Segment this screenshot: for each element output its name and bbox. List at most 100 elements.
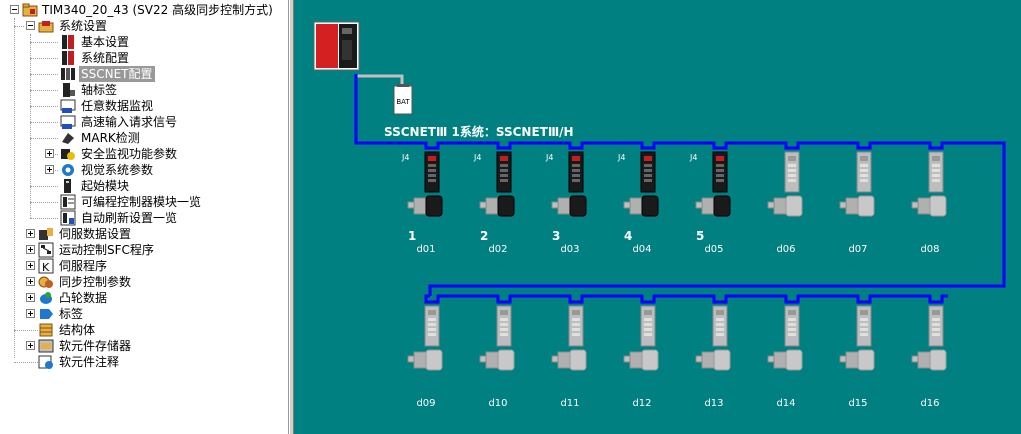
amp-terminal	[500, 169, 508, 172]
station-label: d01	[416, 244, 435, 255]
expand-toggle[interactable]	[26, 293, 35, 302]
motor-flange	[557, 351, 571, 369]
motor-flange	[485, 197, 499, 215]
amp-terminal	[860, 333, 868, 336]
amp-display	[716, 156, 724, 161]
servo-amplifier-d06[interactable]: d06	[767, 151, 803, 255]
network-label: SSCNETⅢ 1系统：SSCNETⅢ/H	[384, 124, 574, 139]
amp-terminal	[788, 164, 796, 167]
amp-terminal	[572, 328, 580, 331]
axis-label-icon	[63, 83, 75, 97]
safety-monitor-icon	[61, 149, 75, 160]
motor-shaft	[767, 201, 775, 209]
amp-terminal	[572, 169, 580, 172]
motor-body	[497, 195, 515, 217]
expand-toggle[interactable]	[45, 149, 54, 158]
motor-body	[641, 195, 659, 217]
amp-terminal	[428, 323, 436, 326]
motor-body	[425, 349, 443, 371]
port-label: J4	[401, 153, 409, 162]
amp-terminal	[716, 323, 724, 326]
motor-flange	[701, 197, 715, 215]
amp-display	[428, 310, 436, 315]
amp-terminal	[644, 174, 652, 177]
servo-amplifier-d10[interactable]: d10	[479, 305, 515, 409]
motor-shaft	[407, 201, 415, 209]
station-label: d16	[920, 398, 939, 409]
amp-terminal	[860, 169, 868, 172]
cam-data-icon	[40, 292, 52, 304]
amp-display	[644, 310, 652, 315]
basic-settings-icon	[62, 35, 74, 49]
amp-display	[500, 310, 508, 315]
port-label: J4	[689, 153, 697, 162]
battery-unit[interactable]: BAT	[393, 84, 413, 115]
amp-terminal	[572, 318, 580, 321]
amp-display	[716, 310, 724, 315]
amp-terminal	[932, 318, 940, 321]
servo-amplifier-d13[interactable]: d13	[695, 305, 731, 409]
servo-amplifier-d07[interactable]: d07	[839, 151, 875, 255]
amp-terminal	[932, 323, 940, 326]
motor-flange	[917, 197, 931, 215]
pane-splitter[interactable]	[289, 0, 294, 434]
station-label: d11	[560, 398, 579, 409]
motor-body	[641, 349, 659, 371]
amp-terminal	[716, 179, 724, 182]
servo-data-icon	[39, 228, 53, 240]
expand-toggle[interactable]	[26, 277, 35, 286]
amp-terminal	[572, 179, 580, 182]
servo-amplifier-d08[interactable]: d08	[911, 151, 947, 255]
amp-terminal	[500, 328, 508, 331]
amp-terminal	[428, 174, 436, 177]
system-settings-icon	[38, 21, 54, 33]
amp-terminal	[644, 179, 652, 182]
servo-amplifier-d14[interactable]: d14	[767, 305, 803, 409]
amp-display	[788, 310, 796, 315]
expand-toggle[interactable]	[45, 165, 54, 174]
servo-amplifier-d12[interactable]: d12	[623, 305, 659, 409]
servo-amplifier-d16[interactable]: d16	[911, 305, 947, 409]
amp-display	[788, 156, 796, 161]
amp-terminal	[500, 318, 508, 321]
servo-amplifier-d15[interactable]: d15	[839, 305, 875, 409]
expand-toggle[interactable]	[26, 261, 35, 270]
sscnet-config-icon	[61, 68, 75, 80]
amp-terminal	[932, 328, 940, 331]
motor-body	[713, 349, 731, 371]
amp-terminal	[716, 174, 724, 177]
expand-toggle[interactable]	[26, 229, 35, 238]
collapse-toggle[interactable]	[10, 5, 19, 14]
expand-toggle[interactable]	[26, 245, 35, 254]
amp-terminal	[860, 318, 868, 321]
motor-shaft	[839, 355, 847, 363]
station-label: d05	[704, 244, 723, 255]
expand-toggle[interactable]	[26, 309, 35, 318]
amp-terminal	[932, 164, 940, 167]
amp-terminal	[788, 318, 796, 321]
tree-root-label: TIM340_20_43 (SV22 高级同步控制方式)	[42, 3, 273, 17]
amp-terminal	[932, 333, 940, 336]
motion-cpu-module[interactable]	[313, 21, 360, 71]
axis-number: 2	[480, 229, 488, 243]
sfc-program-icon	[38, 242, 54, 258]
amp-terminal	[788, 169, 796, 172]
motor-flange	[413, 351, 427, 369]
amp-terminal	[716, 318, 724, 321]
motor-body	[857, 349, 875, 371]
motor-flange	[917, 351, 931, 369]
amp-terminal	[788, 333, 796, 336]
expand-toggle[interactable]	[26, 341, 35, 350]
servo-amplifier-d11[interactable]: d11	[551, 305, 587, 409]
collapse-toggle[interactable]	[26, 21, 35, 30]
amp-terminal	[932, 169, 940, 172]
port-label: J4	[617, 153, 625, 162]
amp-display	[572, 310, 580, 315]
servo-amplifier-d09[interactable]: d09	[407, 305, 443, 409]
motor-shaft	[551, 201, 559, 209]
